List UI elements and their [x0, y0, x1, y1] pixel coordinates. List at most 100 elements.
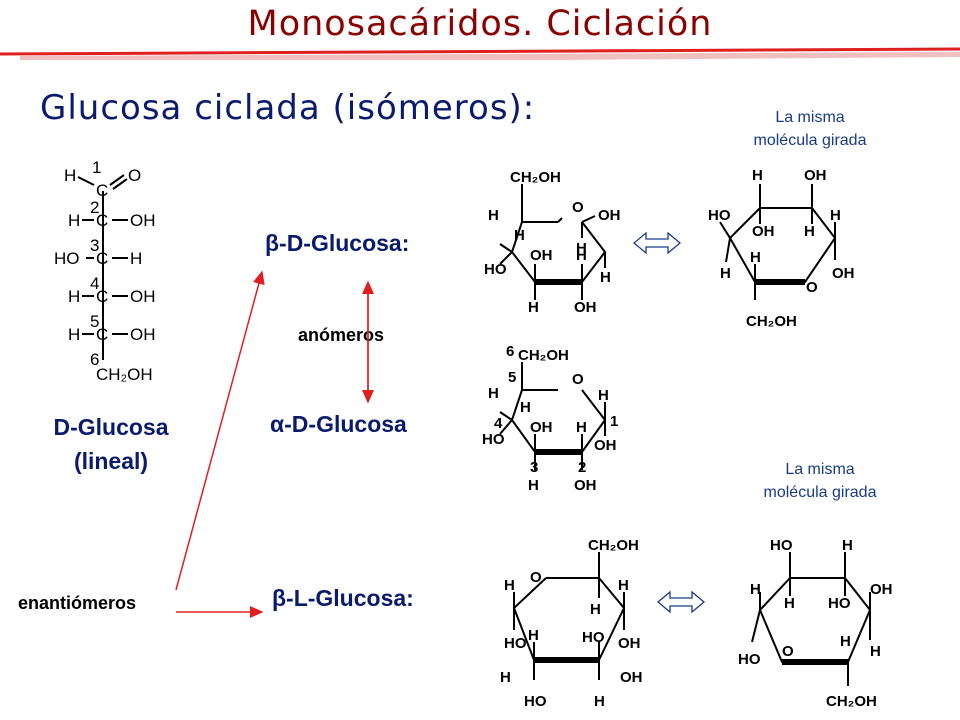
- svg-text:H: H: [870, 643, 881, 660]
- lin-num-6: 6: [90, 350, 99, 369]
- svg-text:OH: OH: [574, 299, 597, 316]
- equivalence-arrow-bottom: [656, 590, 706, 614]
- svg-text:OH: OH: [574, 477, 597, 494]
- svg-text:HO: HO: [738, 651, 761, 668]
- svg-text:OH: OH: [530, 419, 553, 436]
- lin-r4-left: H: [68, 325, 80, 344]
- svg-text:HO: HO: [482, 431, 505, 448]
- linear-label: D-Glucosa (lineal): [36, 410, 186, 478]
- svg-text:H: H: [840, 633, 851, 650]
- svg-text:OH: OH: [870, 581, 893, 598]
- svg-text:H: H: [528, 477, 539, 494]
- svg-text:H: H: [600, 269, 611, 286]
- svg-text:H: H: [830, 207, 841, 224]
- equivalence-arrow-top: [632, 231, 682, 255]
- svg-text:OH: OH: [804, 167, 827, 184]
- svg-text:3: 3: [530, 459, 538, 476]
- svg-text:H: H: [528, 627, 539, 644]
- svg-text:H: H: [504, 577, 515, 594]
- svg-text:H: H: [576, 240, 587, 257]
- svg-text:OH: OH: [598, 207, 621, 224]
- svg-text:H: H: [618, 577, 629, 594]
- svg-text:H: H: [488, 385, 499, 402]
- lin-r2-left: HO: [54, 249, 80, 268]
- beta-d-glucose-label: β-D-Glucosa:: [265, 230, 410, 256]
- svg-text:O: O: [530, 569, 542, 586]
- svg-text:5: 5: [508, 369, 516, 386]
- svg-text:H: H: [500, 669, 511, 686]
- linear-label-line-2: (lineal): [73, 448, 149, 474]
- svg-text:H: H: [784, 595, 795, 612]
- svg-text:OH: OH: [620, 669, 643, 686]
- svg-text:H: H: [520, 399, 531, 416]
- svg-text:HO: HO: [582, 629, 605, 646]
- lin-r1-right: OH: [130, 211, 156, 230]
- svg-text:H: H: [488, 207, 499, 224]
- lin-top-h: H: [64, 166, 76, 185]
- svg-text:OH: OH: [594, 437, 617, 454]
- svg-text:HO: HO: [828, 595, 851, 612]
- lin-r4-right: OH: [130, 325, 156, 344]
- slide-subtitle: Glucosa ciclada (isómeros):: [40, 88, 536, 128]
- svg-text:O: O: [572, 371, 584, 388]
- svg-text:OH: OH: [530, 247, 553, 264]
- svg-text:H: H: [576, 419, 587, 436]
- note-top-line-1: La misma: [775, 109, 845, 126]
- svg-text:H: H: [594, 693, 605, 710]
- note-top-line-2: molécula girada: [753, 132, 867, 149]
- lin-r3-left: H: [68, 287, 80, 306]
- lin-r3-c: C: [96, 287, 108, 306]
- svg-text:H: H: [750, 581, 761, 598]
- svg-text:H: H: [598, 387, 609, 404]
- beta-d-glucose-rotated-structure: H OH HO OH H H H H O OH CH₂OH: [708, 167, 855, 330]
- lin-bottom: CH₂OH: [96, 365, 153, 384]
- svg-text:CH₂OH: CH₂OH: [746, 313, 797, 330]
- lin-num-4: 4: [90, 274, 99, 293]
- lin-num-3: 3: [90, 236, 99, 255]
- lin-num-1: 1: [92, 158, 101, 177]
- svg-text:HO: HO: [708, 207, 731, 224]
- lin-r3-right: OH: [130, 287, 156, 306]
- svg-text:HO: HO: [484, 261, 507, 278]
- svg-text:H: H: [720, 265, 731, 282]
- svg-text:O: O: [782, 643, 794, 660]
- lin-r4-c: C: [96, 325, 108, 344]
- svg-text:HO: HO: [524, 693, 547, 710]
- alpha-d-glucose-structure: 6 CH₂OH 5 O H H 4 HO OH H H 1 OH 3 2 H O…: [482, 343, 618, 494]
- svg-text:HO: HO: [504, 635, 527, 652]
- slide-title: Monosacáridos. Ciclación: [247, 4, 713, 44]
- svg-text:OH: OH: [752, 223, 775, 240]
- svg-text:OH: OH: [832, 265, 855, 282]
- svg-text:HO: HO: [770, 537, 793, 554]
- lin-r2-c: C: [96, 249, 108, 268]
- lin-c1: C: [96, 181, 108, 200]
- svg-text:CH₂OH: CH₂OH: [588, 537, 639, 554]
- note-bottom-line-2: molécula girada: [763, 484, 877, 501]
- lin-r2-right: H: [130, 249, 142, 268]
- svg-text:OH: OH: [618, 635, 641, 652]
- beta-l-glucose-structure: CH₂OH O H H H HO H HO OH H OH HO H: [500, 537, 643, 710]
- svg-text:CH₂OH: CH₂OH: [510, 169, 561, 186]
- beta-l-glucose-label: β-L-Glucosa:: [272, 585, 414, 611]
- svg-text:H: H: [750, 249, 761, 266]
- svg-text:CH₂OH: CH₂OH: [826, 693, 877, 710]
- svg-text:O: O: [572, 199, 584, 216]
- note-rotated-bottom: La misma molécula girada: [730, 458, 910, 504]
- svg-text:H: H: [576, 247, 587, 264]
- svg-text:2: 2: [578, 459, 586, 476]
- anomers-label: anómeros: [298, 325, 385, 345]
- lin-r1-c: C: [96, 211, 108, 230]
- svg-text:H: H: [752, 167, 763, 184]
- note-rotated-top: La misma molécula girada: [720, 106, 900, 152]
- svg-text:1: 1: [610, 413, 618, 430]
- lin-top-o: O: [128, 166, 141, 185]
- note-bottom-line-1: La misma: [785, 461, 855, 478]
- enantiomers-label: enantiómeros: [18, 593, 137, 613]
- beta-d-glucose-structure: CH₂OH O OH H H H HO OH H H OH H: [484, 169, 621, 316]
- linear-label-line-1: D-Glucosa: [53, 414, 169, 440]
- enantiomer-arrow-up: [175, 270, 265, 591]
- svg-text:O: O: [806, 279, 818, 296]
- svg-text:H: H: [528, 299, 539, 316]
- beta-l-glucose-rotated-structure: HO H H H HO OH HO O H H CH₂OH: [738, 537, 893, 710]
